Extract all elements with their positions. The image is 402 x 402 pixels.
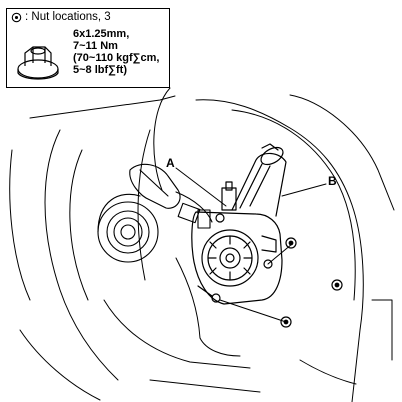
nut-location-markers	[280, 237, 343, 328]
nut-marker-1	[285, 237, 297, 249]
legend-label: : Nut locations, 3	[25, 11, 111, 23]
nut-marker-2	[331, 279, 343, 291]
wiring-connector	[129, 163, 213, 229]
regulator-motor	[191, 143, 287, 305]
spec-line-2: 7~11 Nm	[73, 40, 118, 52]
callout-b-label: B	[328, 174, 337, 188]
nut-spec-box: : Nut locations, 3 6x1.25mm, 7~11 Nm (70…	[6, 8, 170, 88]
leader-to-nut-3	[219, 299, 287, 323]
nut-location-marker-icon	[11, 12, 22, 22]
callout-leaders	[175, 167, 327, 323]
flange-nut-icon	[17, 46, 59, 80]
torque-spec: 6x1.25mm, 7~11 Nm (70~110 kgf∑cm, 5~8 lb…	[73, 28, 159, 76]
spec-line-3: (70~110 kgf∑cm,	[73, 52, 160, 64]
door-panel-outline	[9, 87, 395, 402]
callout-a-leader	[175, 167, 227, 207]
spec-line-1: 6x1.25mm,	[73, 28, 130, 40]
spec-line-4: 5~8 lbf∑ft)	[73, 64, 127, 76]
leader-to-nut-1	[267, 243, 293, 265]
callout-a-label: A	[166, 156, 175, 170]
speaker-opening	[97, 193, 159, 263]
callout-b-leader	[281, 183, 327, 197]
legend-row: : Nut locations, 3	[11, 11, 111, 23]
